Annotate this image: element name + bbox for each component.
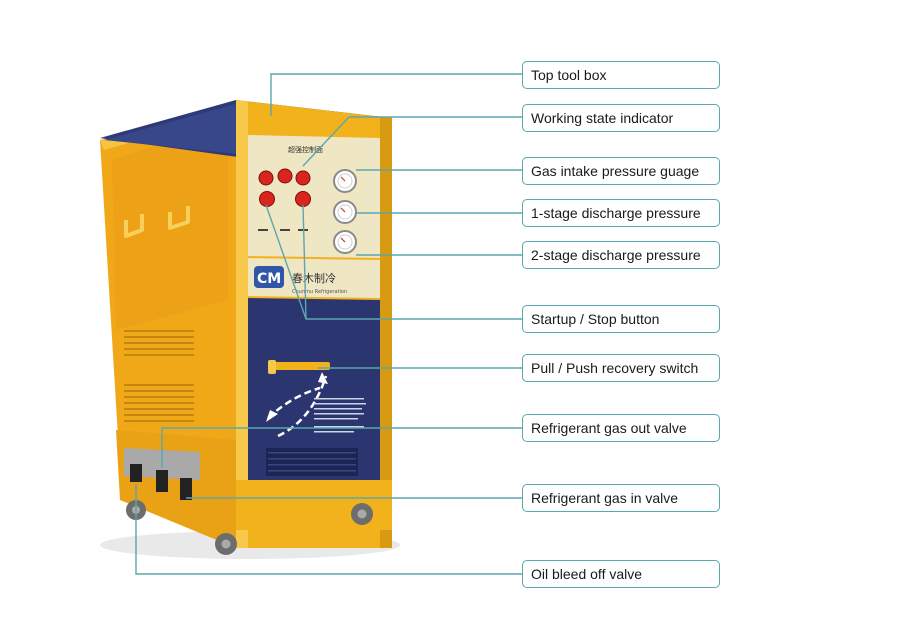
callout-label: Gas intake pressure guage <box>531 163 700 179</box>
callout-label: Pull / Push recovery switch <box>531 360 699 376</box>
recovery-switch-handle <box>268 360 330 374</box>
callout-label: Working state indicator <box>531 110 674 126</box>
side-vent-grille <box>124 330 194 422</box>
indicator-button-3 <box>295 170 311 186</box>
recovery-machine-illustration: 超强控制面 <box>100 100 400 559</box>
indicator-button-2 <box>277 168 293 184</box>
logo-letters: CM <box>257 271 281 287</box>
side-handles <box>124 206 190 238</box>
startup-stop-button-right <box>295 191 311 207</box>
callout-refrigerant-gas-out-valve: Refrigerant gas out valve <box>522 414 720 442</box>
gas-out-valve-icon <box>156 470 168 492</box>
control-panel <box>248 135 380 258</box>
brand-name-cn: 春木制冷 <box>292 272 336 285</box>
leader-oil-bleed-valve <box>135 484 522 575</box>
leader-startup-stop-b <box>302 204 307 320</box>
callout-gas-intake-pressure-gauge: Gas intake pressure guage <box>522 157 720 185</box>
callout-stage2-discharge-pressure: 2-stage discharge pressure <box>522 241 720 269</box>
leader-working-state-indicator <box>302 116 522 167</box>
callout-oil-bleed-off-valve: Oil bleed off valve <box>522 560 720 588</box>
stage2-gauge-icon <box>333 230 357 254</box>
pressure-gauges <box>333 169 357 254</box>
panel-title: 超强控制面 <box>288 145 323 154</box>
indicator-button-1 <box>258 170 274 186</box>
callout-label: 2-stage discharge pressure <box>531 247 701 263</box>
callout-stage1-discharge-pressure: 1-stage discharge pressure <box>522 199 720 227</box>
gas-intake-gauge-icon <box>333 169 357 193</box>
gas-in-valve-icon <box>180 478 192 500</box>
callout-label: 1-stage discharge pressure <box>531 205 701 221</box>
leader-lines <box>135 73 522 575</box>
brand-name-en: Chunmu Refrigeration <box>292 289 347 295</box>
front-info-text <box>314 398 366 433</box>
callout-label: Refrigerant gas in valve <box>531 490 679 506</box>
caster-wheels <box>126 500 373 555</box>
callout-label: Startup / Stop button <box>531 311 660 327</box>
callout-pull-push-recovery-switch: Pull / Push recovery switch <box>522 354 720 382</box>
callout-startup-stop-button: Startup / Stop button <box>522 305 720 333</box>
leader-top-tool-box <box>270 73 522 116</box>
callout-working-state-indicator: Working state indicator <box>522 104 720 132</box>
leader-gas-out-valve <box>161 427 522 468</box>
valves <box>130 464 192 500</box>
callout-refrigerant-gas-in-valve: Refrigerant gas in valve <box>522 484 720 512</box>
callout-label: Refrigerant gas out valve <box>531 420 687 436</box>
callout-top-tool-box: Top tool box <box>522 61 720 89</box>
stage1-gauge-icon <box>333 200 357 224</box>
callout-label: Top tool box <box>531 67 607 83</box>
callout-label: Oil bleed off valve <box>531 566 643 582</box>
startup-stop-button-left <box>259 191 275 207</box>
oil-bleed-valve-icon <box>130 464 142 482</box>
control-buttons <box>258 168 311 231</box>
brand-logo: CM <box>254 266 284 288</box>
